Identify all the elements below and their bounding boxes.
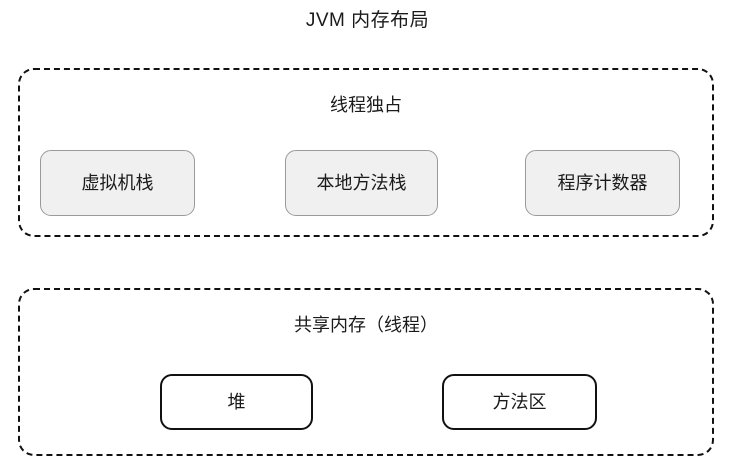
node-native-method-stack[interactable]: 本地方法栈 bbox=[285, 150, 438, 216]
node-program-counter[interactable]: 程序计数器 bbox=[525, 150, 680, 216]
page-title: JVM 内存布局 bbox=[305, 10, 430, 31]
group-thread-exclusive: 线程独占 虚拟机栈 本地方法栈 程序计数器 bbox=[18, 68, 714, 237]
group-shared-memory-title: 共享内存（线程） bbox=[294, 315, 438, 335]
node-method-area[interactable]: 方法区 bbox=[442, 374, 597, 430]
node-vm-stack[interactable]: 虚拟机栈 bbox=[40, 150, 195, 216]
node-heap[interactable]: 堆 bbox=[160, 374, 313, 430]
group-thread-exclusive-title: 线程独占 bbox=[330, 95, 402, 115]
group-shared-memory: 共享内存（线程） 堆 方法区 bbox=[18, 288, 714, 456]
